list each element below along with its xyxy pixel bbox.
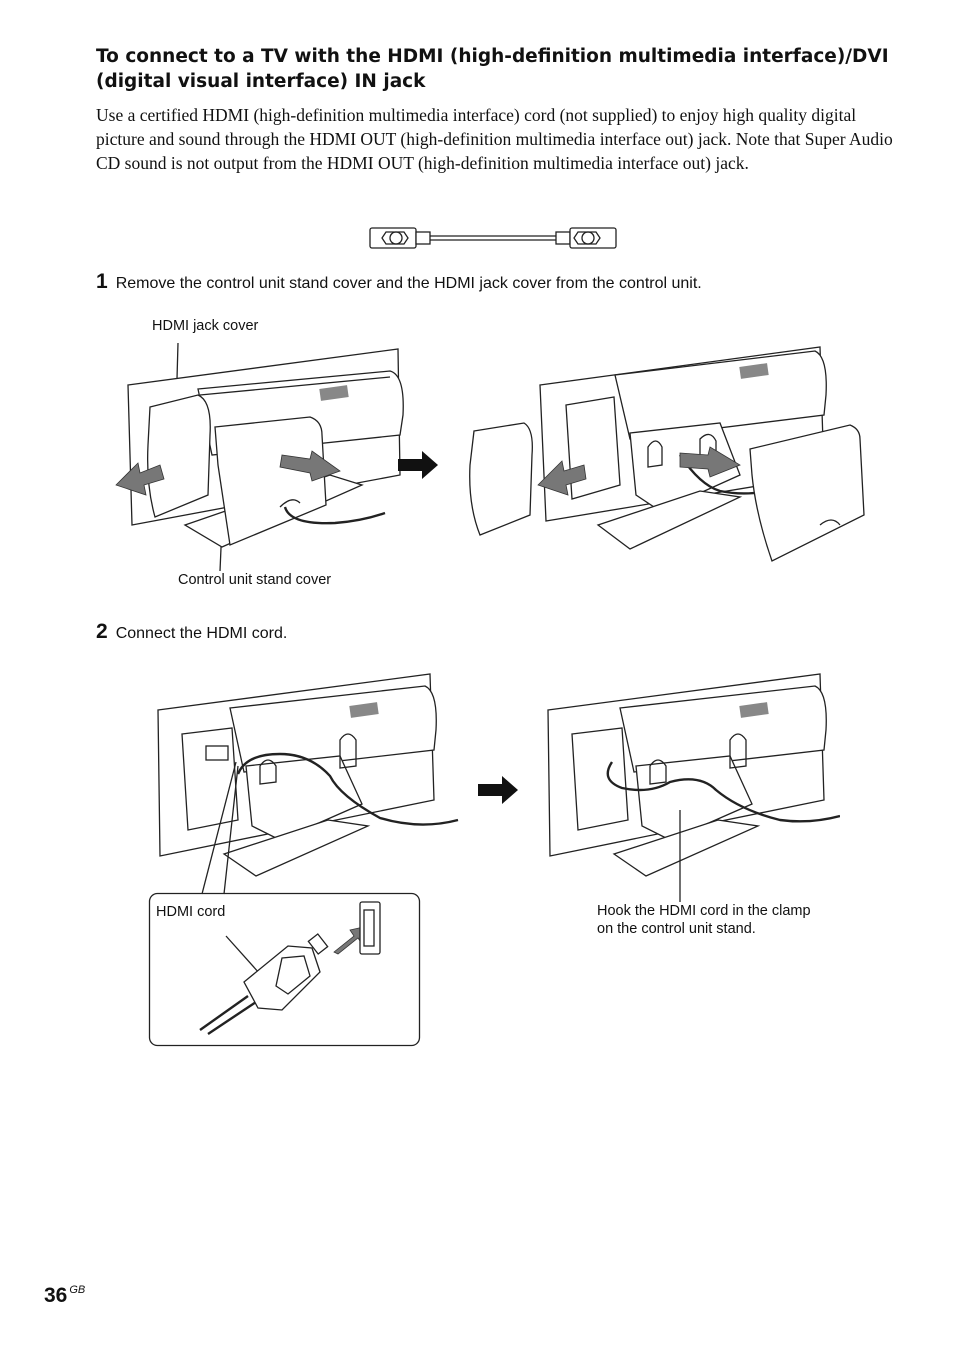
section-heading: To connect to a TV with the HDMI (high-d… xyxy=(96,46,889,92)
control-unit-stand-cover-label: Control unit stand cover xyxy=(178,572,332,588)
step-1-number: 1 xyxy=(96,270,108,293)
step-2-text: Connect the HDMI cord. xyxy=(115,625,288,642)
step-2: 2 Connect the HDMI cord. xyxy=(96,620,287,644)
step-1-diagram xyxy=(115,342,865,572)
hdmi-cord-label: HDMI cord xyxy=(156,904,226,920)
hook-label-line-1: Hook the HDMI cord in the clamp xyxy=(597,903,811,919)
hdmi-cord-inset xyxy=(148,892,421,1047)
step-1-text: Remove the control unit stand cover and … xyxy=(115,275,702,292)
hook-hdmi-cord-label: Hook the HDMI cord in the clamp on the c… xyxy=(597,902,811,938)
hdmi-cable-illustration xyxy=(369,227,617,249)
intro-paragraph: Use a certified HDMI (high-definition mu… xyxy=(96,105,893,173)
step-2-diagram xyxy=(157,673,840,902)
page-number-suffix: GB xyxy=(69,1284,86,1296)
step-2-number: 2 xyxy=(96,620,108,643)
hook-label-line-2: on the control unit stand. xyxy=(597,921,756,937)
step-1: 1 Remove the control unit stand cover and… xyxy=(96,270,702,294)
page-number-value: 36 xyxy=(44,1284,68,1307)
hdmi-jack-cover-label: HDMI jack cover xyxy=(152,318,259,334)
